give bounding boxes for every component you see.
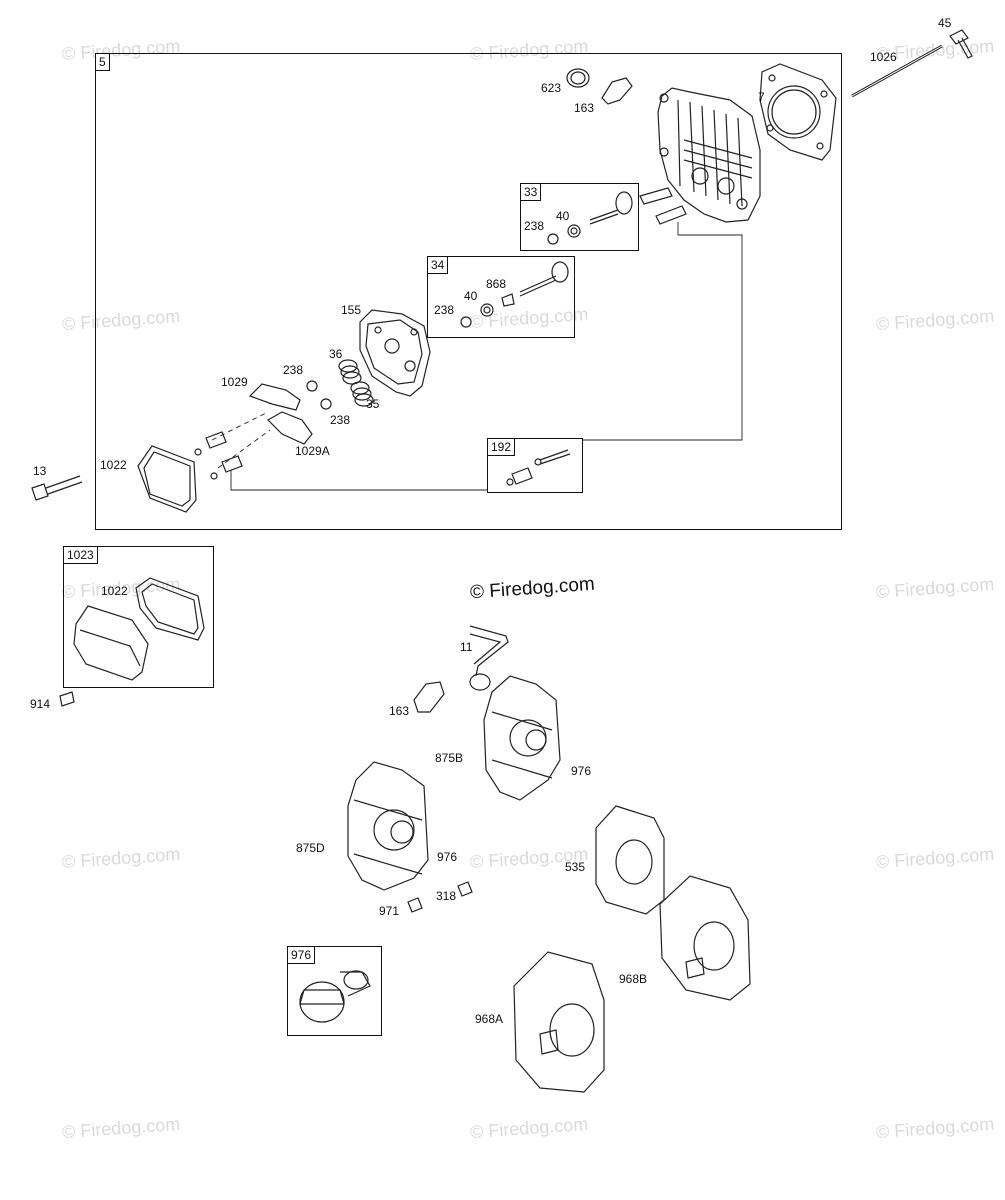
- part-label-875d[interactable]: 875D: [296, 841, 325, 855]
- part-label-1022[interactable]: 1022: [100, 458, 127, 472]
- part-label-40[interactable]: 40: [556, 209, 570, 223]
- gasket-163: [601, 77, 633, 105]
- frame-label-34: 34: [427, 256, 449, 274]
- tappet-kit-frame: [487, 438, 583, 493]
- exhaust-valve: [460, 261, 569, 328]
- rocker-arms: [248, 383, 313, 445]
- cylinder-head: [657, 87, 761, 223]
- part-label-11[interactable]: 11: [460, 640, 473, 654]
- frame-label-1023: 1023: [63, 546, 98, 564]
- part-label-968a[interactable]: 968A: [475, 1012, 504, 1026]
- frame-label-976: 976: [287, 946, 316, 964]
- intake-valve: [547, 191, 633, 245]
- seal-623: [566, 68, 590, 88]
- cover-kit-frame: [63, 546, 214, 688]
- part-label-976[interactable]: 976: [571, 764, 592, 778]
- frame-label-5: 5: [95, 53, 110, 71]
- exhaust-kit-frame: [427, 256, 575, 338]
- part-label-163[interactable]: 163: [389, 704, 410, 718]
- part-label-238[interactable]: 238: [283, 363, 304, 377]
- precleaner-976: [299, 970, 371, 1023]
- bolt-13: [31, 475, 83, 501]
- filter-element-535: [595, 805, 665, 915]
- part-label-7[interactable]: 7: [758, 90, 765, 104]
- head-gasket-7: [759, 63, 837, 161]
- rocker-plate-155: [359, 309, 431, 397]
- part-label-1029a[interactable]: 1029A: [295, 444, 330, 458]
- part-label-36[interactable]: 36: [329, 347, 343, 361]
- springs: [306, 359, 374, 410]
- part-label-1022[interactable]: 1022: [101, 584, 128, 598]
- part-label-914[interactable]: 914: [30, 697, 51, 711]
- part-label-868[interactable]: 868: [486, 277, 507, 291]
- frame-label-192: 192: [487, 438, 516, 456]
- part-label-238[interactable]: 238: [434, 303, 455, 317]
- air-cover-968a: [513, 951, 605, 1093]
- part-label-971[interactable]: 971: [379, 904, 400, 918]
- air-filter-base-875d: [347, 761, 429, 891]
- part-label-318[interactable]: 318: [436, 889, 457, 903]
- part-label-238[interactable]: 238: [330, 413, 351, 427]
- valve-cover: [73, 577, 205, 681]
- part-label-45[interactable]: 45: [938, 16, 952, 30]
- part-label-535[interactable]: 535: [565, 860, 586, 874]
- filter-kit-frame: [287, 946, 382, 1036]
- part-label-13[interactable]: 13: [33, 464, 47, 478]
- part-label-1026[interactable]: 1026: [870, 50, 897, 64]
- gasket-163b: [413, 681, 445, 713]
- pushrod-1026: [851, 44, 943, 98]
- breather-tube-11: [469, 625, 509, 691]
- part-label-155[interactable]: 155: [341, 303, 362, 317]
- tappets: [506, 449, 571, 486]
- air-filter-base-875b: [483, 675, 561, 801]
- part-label-40[interactable]: 40: [464, 289, 478, 303]
- part-label-1029[interactable]: 1029: [221, 375, 248, 389]
- main-assembly-frame: [95, 53, 842, 530]
- part-label-623[interactable]: 623: [541, 81, 562, 95]
- gasket-1022: [137, 445, 197, 513]
- intake-kit-frame: [520, 183, 639, 251]
- bolt-45: [949, 29, 973, 59]
- part-label-875b[interactable]: 875B: [435, 751, 464, 765]
- part-label-976[interactable]: 976: [437, 850, 458, 864]
- frame-label-33: 33: [520, 183, 542, 201]
- part-label-968b[interactable]: 968B: [619, 972, 648, 986]
- air-cover-968b: [659, 875, 751, 1001]
- part-label-35[interactable]: 35: [366, 397, 380, 411]
- part-label-163[interactable]: 163: [574, 101, 595, 115]
- part-label-238[interactable]: 238: [524, 219, 545, 233]
